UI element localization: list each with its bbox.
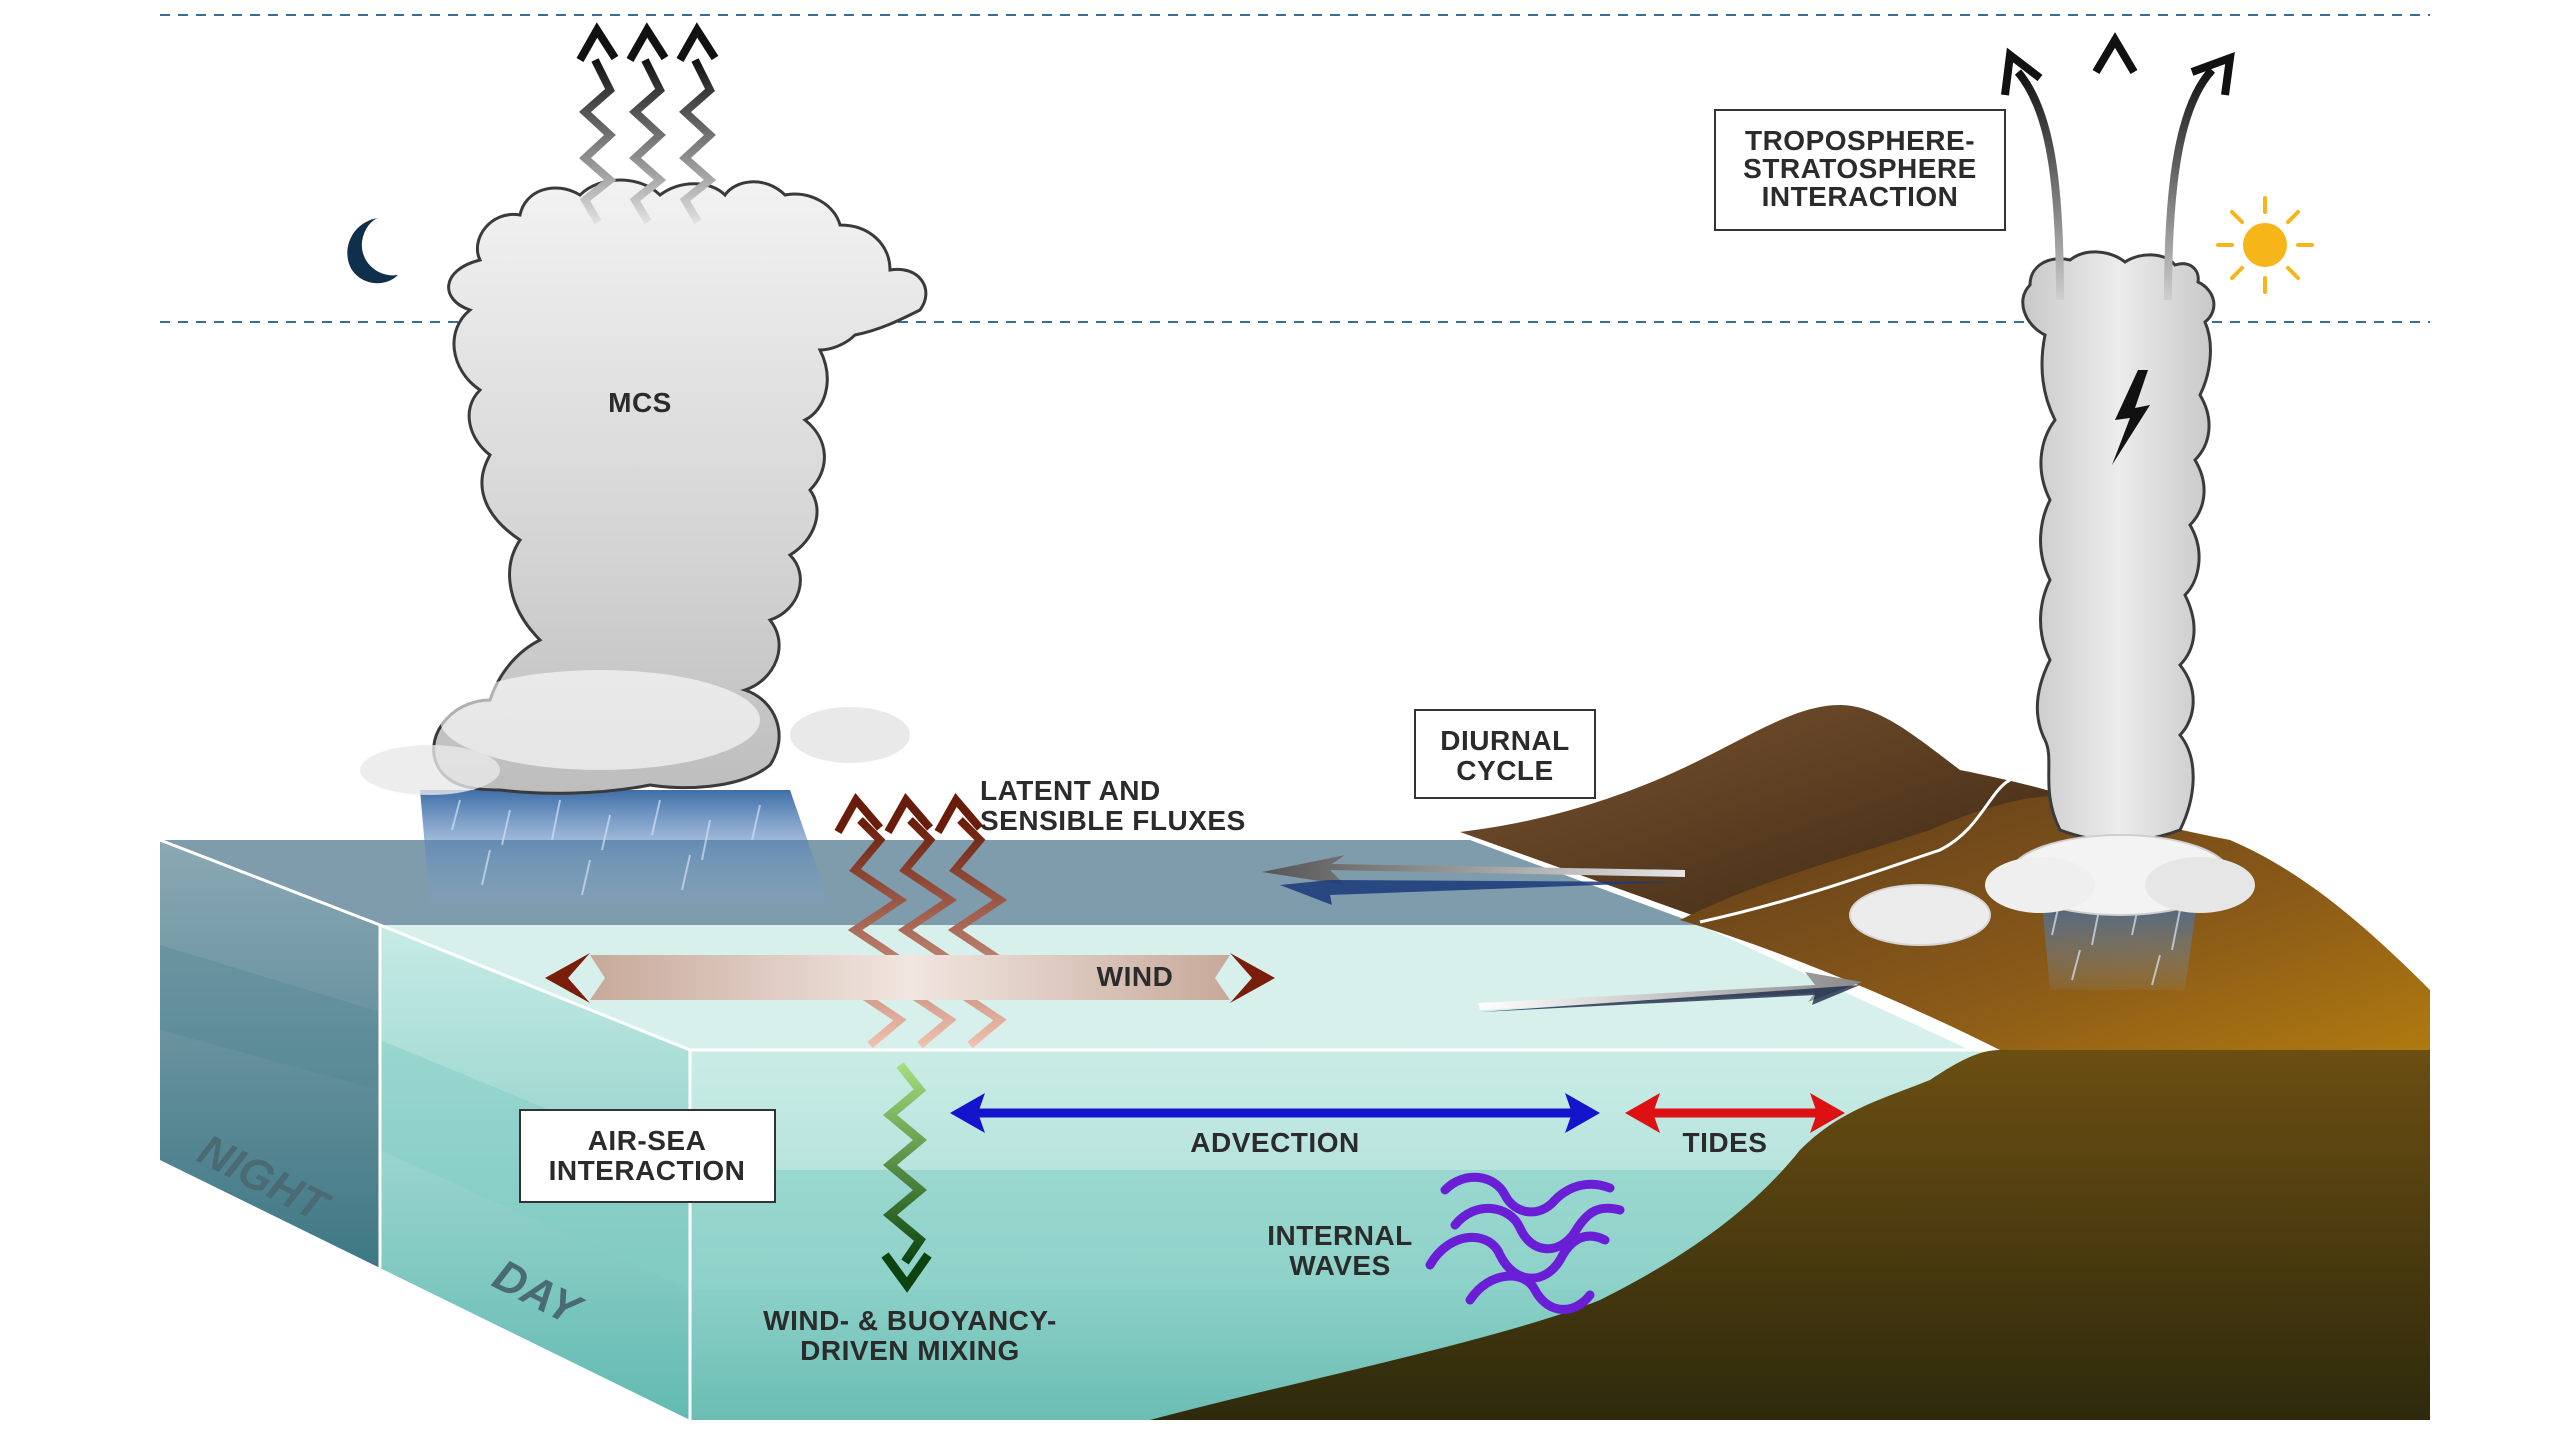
mcs-rain bbox=[420, 790, 830, 905]
wind-arrow bbox=[545, 953, 1275, 1003]
fluxes-text-2: SENSIBLE FLUXES bbox=[980, 805, 1246, 836]
crescent-moon-icon bbox=[347, 218, 398, 284]
block-edges bbox=[159, 838, 692, 1420]
land-breeze-arrow bbox=[1262, 855, 1685, 885]
internal-waves-icon bbox=[1425, 1172, 1625, 1314]
fluxes-label: LATENT AND SENSIBLE FLUXES bbox=[980, 775, 1246, 836]
wind-label: WIND bbox=[1097, 961, 1174, 992]
troposphere-arrows bbox=[2001, 32, 2235, 301]
mcs-rain-streaks bbox=[451, 799, 761, 896]
convective-cloud bbox=[1849, 250, 2255, 990]
mcs-cloud: MCS bbox=[360, 178, 928, 905]
seabed bbox=[1150, 1050, 2430, 1420]
airsea-text-2: INTERACTION bbox=[549, 1155, 746, 1186]
mixing-label: WIND- & BUOYANCY- DRIVEN MIXING bbox=[763, 1305, 1057, 1366]
advection-arrow bbox=[950, 1093, 1600, 1133]
mcs-radiation-arrows bbox=[576, 22, 719, 225]
internal-text-1: INTERNAL bbox=[1267, 1220, 1413, 1251]
troposphere-stratosphere-label: TROPOSPHERE- STRATOSPHERE INTERACTION bbox=[1714, 109, 2006, 231]
small-cloud bbox=[1849, 884, 1991, 946]
latent-sensible-flux-arrows bbox=[834, 793, 1008, 1049]
diurnal-text-1: DIURNAL bbox=[1440, 725, 1570, 756]
air-sea-interaction-label: AIR-SEA INTERACTION bbox=[519, 1109, 776, 1203]
mixing-text-2: DRIVEN MIXING bbox=[800, 1335, 1020, 1366]
sun-icon bbox=[2216, 196, 2314, 294]
mixing-text-1: WIND- & BUOYANCY- bbox=[763, 1305, 1057, 1336]
troposphere-text-2: STRATOSPHERE bbox=[1743, 153, 1977, 184]
night-face bbox=[160, 840, 380, 1268]
troposphere-text-1: TROPOSPHERE- bbox=[1745, 125, 1975, 156]
diurnal-text-2: CYCLE bbox=[1456, 755, 1553, 786]
mixing-arrow bbox=[881, 1062, 932, 1293]
tides-label: TIDES bbox=[1683, 1127, 1768, 1158]
internal-waves-label: INTERNAL WAVES bbox=[1267, 1220, 1413, 1281]
airsea-text-1: AIR-SEA bbox=[588, 1125, 707, 1156]
troposphere-text-3: INTERACTION bbox=[1762, 181, 1959, 212]
sea-breeze-arrow-shadow bbox=[1480, 985, 1860, 1012]
land-breeze-arrow-shadow bbox=[1280, 880, 1680, 905]
night-face-band bbox=[160, 945, 380, 1090]
mcs-label: MCS bbox=[608, 387, 672, 418]
sea-breeze-arrow bbox=[1478, 972, 1862, 1010]
diurnal-cycle-label: DIURNAL CYCLE bbox=[1414, 709, 1596, 799]
internal-text-2: WAVES bbox=[1289, 1250, 1391, 1281]
advection-label: ADVECTION bbox=[1190, 1127, 1359, 1158]
fluxes-text-1: LATENT AND bbox=[980, 775, 1161, 806]
tides-arrow bbox=[1625, 1093, 1845, 1133]
coastline bbox=[1699, 778, 2011, 924]
lightning-icon bbox=[2112, 370, 2150, 465]
